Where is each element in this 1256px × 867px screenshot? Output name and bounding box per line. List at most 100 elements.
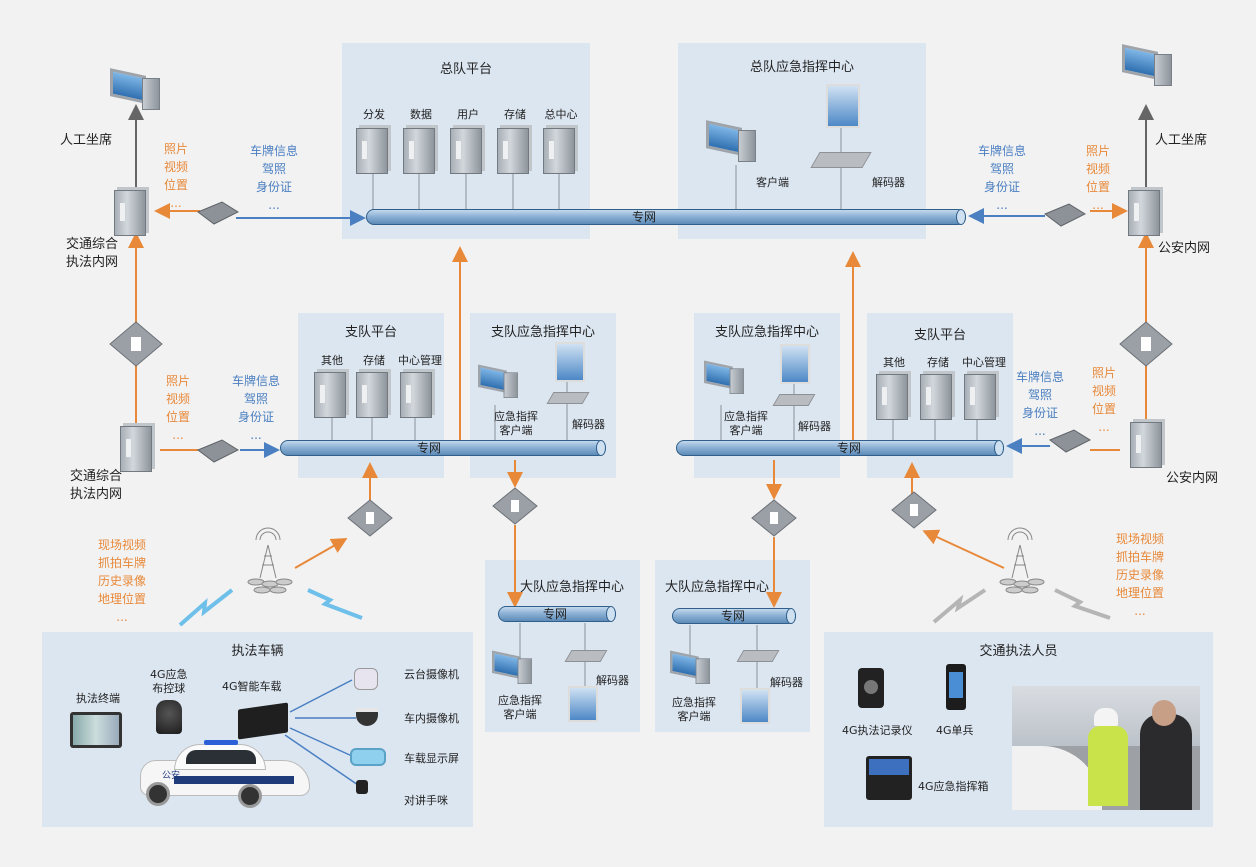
- wireless-data-list-right: 现场视频抓拍车牌历史录像地理位置...: [1116, 530, 1164, 620]
- cell-tower-left: [247, 527, 293, 594]
- data-item: ...: [172, 428, 184, 442]
- isolation-switch-top-left: [197, 201, 240, 225]
- decoder-label: 解码器: [872, 176, 905, 189]
- handheld-mic-icon: [356, 780, 368, 794]
- network-label: 专网: [543, 607, 568, 621]
- server-icon: [1128, 190, 1160, 236]
- video-wall-icon: [555, 342, 585, 382]
- computer-icon: [704, 362, 756, 406]
- server-icon: [450, 128, 482, 174]
- server-icon: [876, 374, 908, 420]
- data-item: 历史录像: [1116, 568, 1165, 582]
- data-item: 地理位置: [98, 592, 147, 606]
- left-detachment-platform-title: 支队平台: [344, 325, 397, 340]
- isolation-switch-mid-right: [1049, 429, 1092, 453]
- data-item: 车牌信息: [250, 144, 299, 158]
- left-detachment-command-title: 支队应急指挥中心: [490, 325, 595, 340]
- video-wall-icon: [780, 344, 810, 384]
- data-item: 位置: [1092, 402, 1117, 416]
- server-label: 用户: [457, 108, 479, 121]
- right-detachment-command-title: 支队应急指挥中心: [714, 325, 819, 340]
- hq-platform-title: 总队平台: [439, 62, 492, 77]
- server-icon: [403, 128, 435, 174]
- data-item: 位置: [164, 178, 189, 192]
- traffic-net-label-top: 交通综合 执法内网: [66, 237, 119, 270]
- data-item: ...: [170, 196, 182, 210]
- decoder-label: 解码器: [798, 420, 831, 433]
- server-icon: [964, 374, 996, 420]
- data-item: ...: [1034, 424, 1046, 438]
- ptz-ball-label: 4G应急 布控球: [150, 668, 188, 695]
- data-item: 位置: [1086, 180, 1111, 194]
- client-label: 应急指挥 客户端: [672, 696, 716, 723]
- wireless-data-list-left: 现场视频抓拍车牌历史录像地理位置...: [98, 536, 146, 626]
- data-item: 身份证: [238, 410, 275, 424]
- decoder-icon: [564, 650, 608, 662]
- handheld-terminal-icon: [946, 664, 966, 710]
- data-item: ...: [996, 198, 1008, 212]
- car-badge-text: 公安: [162, 771, 181, 781]
- data-item: 照片: [164, 142, 189, 156]
- data-item: 视频: [164, 160, 189, 174]
- cell-tower-right: [999, 527, 1045, 594]
- data-item: 驾照: [990, 162, 1015, 176]
- server-icon: [314, 372, 346, 418]
- server-label: 中心管理: [962, 356, 1006, 369]
- operator-computer-left: [110, 70, 162, 114]
- outbound-data-list-top-left: 照片视频位置...: [164, 140, 188, 212]
- mdvr-label: 4G智能车载: [222, 680, 282, 693]
- left-brigade-panel: [485, 560, 640, 732]
- private-network-left-detachment: 专网: [280, 440, 606, 456]
- command-case-icon: [866, 756, 912, 800]
- data-item: 视频: [1092, 384, 1117, 398]
- computer-icon: [670, 652, 722, 696]
- traffic-net-label-mid: 交通综合 执法内网: [70, 469, 123, 502]
- hq-command-title: 总队应急指挥中心: [749, 60, 854, 75]
- isolation-switch-mid-left: [197, 439, 240, 463]
- network-label: 专网: [632, 210, 657, 224]
- data-item: 车牌信息: [978, 144, 1027, 158]
- data-item: 历史录像: [98, 574, 147, 588]
- device-label: 4G执法记录仪: [842, 724, 913, 737]
- decoder-icon: [736, 650, 780, 662]
- vehicle-display-icon: [350, 748, 386, 766]
- peripheral-label: 车内摄像机: [404, 712, 459, 725]
- server-icon: [356, 372, 388, 418]
- inbound-data-list-top-left: 车牌信息驾照身份证...: [250, 142, 298, 214]
- data-item: 驾照: [244, 392, 269, 406]
- data-item: 车牌信息: [1016, 370, 1065, 384]
- data-item: 照片: [1092, 366, 1117, 380]
- inbound-data-list-top-right: 车牌信息驾照身份证...: [978, 142, 1026, 214]
- police-car-icon: 公安: [134, 740, 310, 808]
- private-network-right-detachment: 专网: [676, 440, 1004, 456]
- data-item: 视频: [1086, 162, 1111, 176]
- data-item: 驾照: [1028, 388, 1053, 402]
- server-label: 分发: [363, 108, 385, 121]
- terminal-label: 执法终端: [76, 692, 120, 705]
- data-item: 车牌信息: [232, 374, 281, 388]
- peripheral-label: 车载显示屏: [404, 752, 459, 765]
- decoder-label: 解码器: [770, 676, 803, 689]
- data-item: 地理位置: [1116, 586, 1165, 600]
- outbound-data-list-mid-left: 照片视频位置...: [166, 372, 190, 444]
- dome-camera-icon: [356, 708, 378, 726]
- server-label: 总中心: [544, 108, 578, 121]
- officer-panel-title: 交通执法人员: [979, 644, 1058, 659]
- data-item: ...: [268, 198, 280, 212]
- decoder-label: 解码器: [572, 418, 605, 431]
- outbound-data-list-mid-right: 照片视频位置...: [1092, 364, 1116, 436]
- data-item: 现场视频: [98, 538, 147, 552]
- data-item: 身份证: [1022, 406, 1059, 420]
- data-item: ...: [1092, 198, 1104, 212]
- decoder-label: 解码器: [596, 674, 629, 687]
- data-item: 驾照: [262, 162, 287, 176]
- outbound-data-list-top-right: 照片视频位置...: [1086, 142, 1110, 214]
- traffic-police-photo: [1012, 686, 1200, 810]
- server-label: 中心管理: [398, 354, 442, 367]
- server-label: 数据: [410, 108, 432, 121]
- data-item: ...: [1134, 604, 1146, 618]
- client-label: 应急指挥 客户端: [724, 410, 768, 437]
- police-net-label-top: 公安内网: [1158, 241, 1211, 256]
- server-icon: [114, 190, 146, 236]
